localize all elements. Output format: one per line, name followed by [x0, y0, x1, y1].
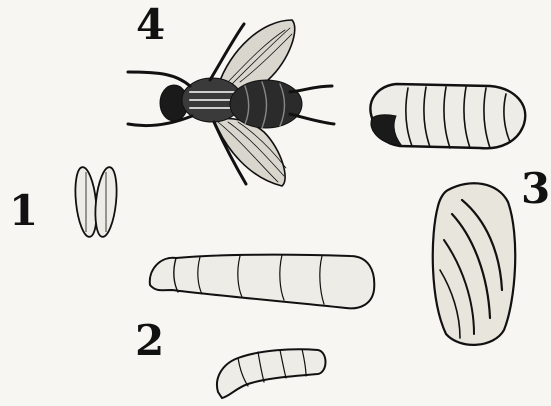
small-larva-illustration [217, 349, 326, 398]
large-larva-illustration [150, 255, 375, 309]
stage-number-eggs: 1 [9, 190, 38, 232]
emerging-pupa-illustration [433, 183, 516, 345]
stage-number-larvae: 2 [135, 320, 164, 362]
eggs-illustration [72, 166, 119, 238]
stage-number-adult: 4 [136, 4, 165, 46]
pupa-illustration [370, 84, 525, 148]
stage-number-pupa: 3 [521, 168, 550, 210]
